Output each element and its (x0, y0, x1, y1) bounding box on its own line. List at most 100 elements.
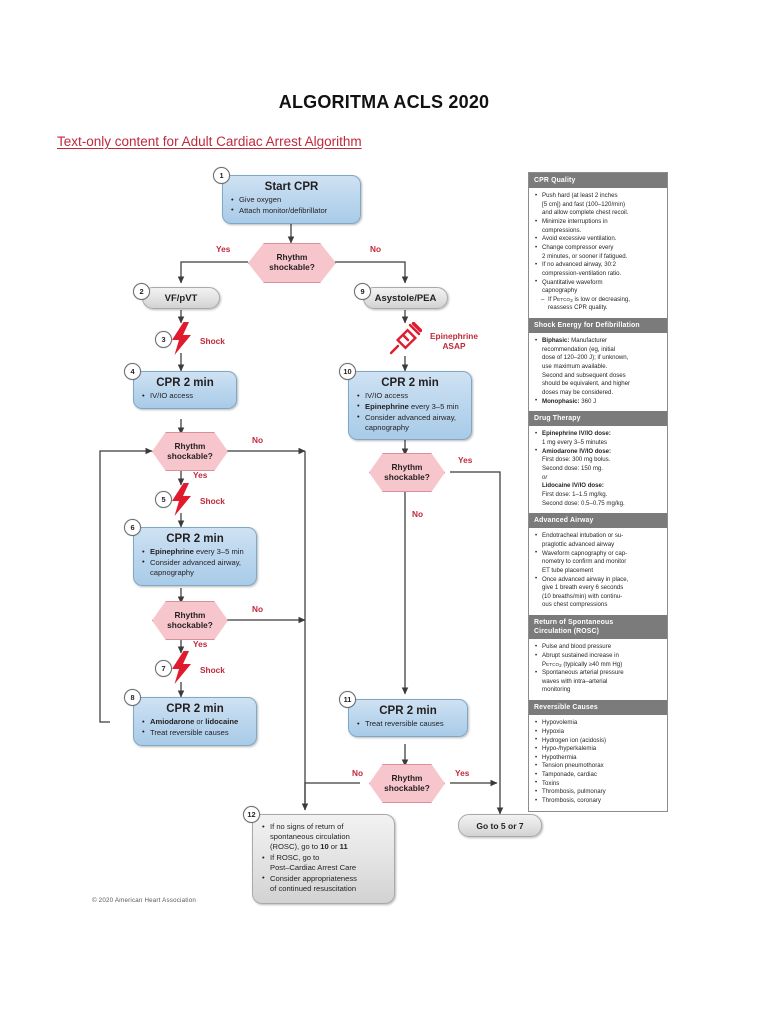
panel-heading: Drug Therapy (529, 411, 667, 427)
node-cpr-2min-8[interactable]: CPR 2 min Amiodarone or lidocaineTreat r… (133, 697, 257, 746)
node-bullets: IV/IO accessEpinephrine every 3–5 minCon… (357, 391, 463, 433)
panel-subbullet: If PETCO2 is low or decreasing,reassess … (535, 295, 661, 313)
branch-label-yes-4: Yes (458, 455, 473, 465)
sidebar-panel-1: Shock Energy for DefibrillationBiphasic:… (529, 318, 667, 411)
panel-bullet: Hypothermia (535, 754, 661, 763)
branch-label-yes-1: Yes (216, 244, 231, 254)
step-number-3: 3 (155, 331, 172, 348)
panel-heading: Reversible Causes (529, 700, 667, 716)
decision-line1: Rhythm (276, 252, 308, 263)
panel-bullet: Tamponade, cardiac (535, 771, 661, 780)
decision-line2: shockable? (167, 450, 213, 461)
node-vf-pvt[interactable]: VF/pVT (142, 287, 220, 309)
step-number-10: 10 (339, 363, 356, 380)
reference-sidebar: CPR QualityPush hard (at least 2 inches[… (528, 172, 668, 812)
panel-bullet: Once advanced airway in place,give 1 bre… (535, 575, 661, 611)
panel-bullet: Thrombosis, coronary (535, 797, 661, 806)
panel-bullet: Endotracheal intubation or su-praglottic… (535, 532, 661, 549)
bullet-item: Treat reversible causes (357, 719, 459, 729)
decision-line1: Rhythm (391, 772, 423, 783)
decision-line1: Rhythm (174, 440, 206, 451)
node-title: CPR 2 min (379, 705, 437, 717)
node-go-to-5-or-7[interactable]: Go to 5 or 7 (458, 814, 542, 837)
node-bullets: Give oxygenAttach monitor/defibrillator (231, 195, 352, 216)
sidebar-panel-3: Advanced AirwayEndotracheal intubation o… (529, 513, 667, 615)
step-number-11: 11 (339, 691, 356, 708)
node-cpr-2min-11[interactable]: CPR 2 min Treat reversible causes (348, 699, 468, 737)
decision-rhythm-shockable-1[interactable]: Rhythm shockable? (248, 243, 336, 283)
bullet-item: Epinephrine every 3–5 min (142, 547, 248, 557)
bullet-item: Amiodarone or lidocaine (142, 717, 248, 727)
decision-line1: Rhythm (174, 609, 206, 620)
panel-body: Pulse and blood pressureAbrupt sustained… (529, 639, 667, 700)
sidebar-panel-2: Drug TherapyEpinephrine IV/IO dose:1 mg … (529, 411, 667, 513)
node-cpr-2min-10[interactable]: CPR 2 min IV/IO accessEpinephrine every … (348, 371, 472, 441)
panel-body: Epinephrine IV/IO dose:1 mg every 3–5 mi… (529, 426, 667, 513)
node-bullets: Amiodarone or lidocaineTreat reversible … (142, 717, 248, 738)
shock-label-5: Shock (200, 496, 225, 506)
decision-line2: shockable? (167, 619, 213, 630)
panel-bullet: Push hard (at least 2 inches[5 cm]) and … (535, 192, 661, 218)
lightning-bolt-icon-5 (170, 483, 193, 521)
epinephrine-asap-label: Epinephrine ASAP (430, 331, 478, 351)
panel-bullet: Epinephrine IV/IO dose:1 mg every 3–5 mi… (535, 430, 661, 447)
panel-bullet: Amiodarone IV/IO dose:First dose: 300 mg… (535, 447, 661, 508)
step-number-8: 8 (124, 689, 141, 706)
page-title: ALGORITMA ACLS 2020 (278, 92, 490, 112)
decision-rhythm-shockable-5[interactable]: Rhythm shockable? (369, 764, 445, 803)
epi-line1: Epinephrine (430, 331, 478, 341)
panel-body: HypovolemiaHypoxiaHydrogen ion (acidosis… (529, 715, 667, 810)
node-title: Start CPR (264, 181, 319, 193)
decision-rhythm-shockable-2[interactable]: Rhythm shockable? (152, 432, 228, 471)
panel-body: Endotracheal intubation or su-praglottic… (529, 528, 667, 615)
step-number-4: 4 (124, 363, 141, 380)
node-title: VF/pVT (164, 292, 198, 304)
sidebar-panel-0: CPR QualityPush hard (at least 2 inches[… (529, 173, 667, 318)
node-cpr-2min-6[interactable]: CPR 2 min Epinephrine every 3–5 minConsi… (133, 527, 257, 586)
branch-label-no-1: No (370, 244, 382, 254)
shock-label-7: Shock (200, 665, 225, 675)
panel-heading: Shock Energy for Defibrillation (529, 318, 667, 334)
node-start-cpr[interactable]: Start CPR Give oxygenAttach monitor/defi… (222, 175, 361, 224)
panel-bullet: Hypoxia (535, 728, 661, 737)
panel-heading: Advanced Airway (529, 513, 667, 529)
decision-rhythm-shockable-3[interactable]: Rhythm shockable? (152, 601, 228, 640)
node-title: Asystole/PEA (374, 292, 437, 304)
branch-label-no-3: No (252, 604, 264, 614)
node-cpr-2min-4[interactable]: CPR 2 min IV/IO access (133, 371, 237, 409)
node-asystole-pea[interactable]: Asystole/PEA (363, 287, 448, 309)
lightning-bolt-icon-3 (170, 322, 193, 360)
step-number-12: 12 (243, 806, 260, 823)
node-title: Go to 5 or 7 (476, 820, 524, 831)
epi-line2: ASAP (442, 341, 466, 351)
panel-heading: CPR Quality (529, 173, 667, 189)
branch-label-yes-5: Yes (455, 768, 470, 778)
node-title: CPR 2 min (381, 377, 439, 389)
bullet-item: Treat reversible causes (142, 727, 248, 738)
syringe-icon (388, 321, 423, 361)
flowchart-connectors (99, 222, 504, 815)
decision-rhythm-shockable-4[interactable]: Rhythm shockable? (369, 453, 445, 492)
panel-bullet: Monophasic: 360 J (535, 397, 661, 407)
panel-bullet: Hypovolemia (535, 719, 661, 728)
bullet-item: Consider advanced airway,capnography (357, 412, 463, 433)
decision-line1: Rhythm (391, 461, 423, 472)
branch-label-no-5: No (352, 768, 364, 778)
node-bullets: Treat reversible causes (357, 719, 459, 729)
page-subtitle: Text-only content for Adult Cardiac Arre… (57, 134, 362, 149)
panel-bullet: Hypo-/hyperkalemia (535, 745, 661, 754)
branch-label-no-2: No (252, 435, 264, 445)
step-number-2: 2 (133, 283, 150, 300)
panel-bullet: If no advanced airway, 30:2compression-v… (535, 261, 661, 278)
bullet-item: Attach monitor/defibrillator (231, 205, 352, 216)
node-title: CPR 2 min (166, 533, 224, 545)
branch-label-yes-3: Yes (193, 639, 208, 649)
